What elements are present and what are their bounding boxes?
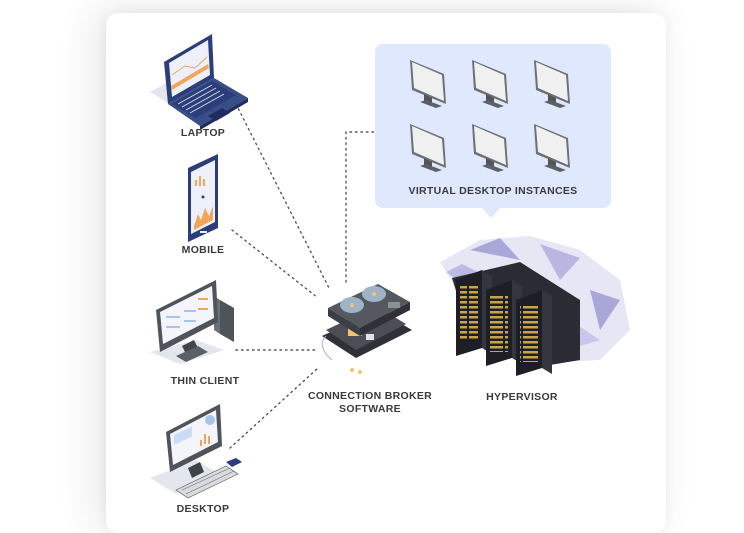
hypervisor-icon (440, 236, 630, 376)
client-label-desktop: DESKTOP (176, 503, 230, 515)
thin-client-icon (150, 280, 234, 364)
vdi-monitor-icon (410, 124, 446, 172)
broker-label: CONNECTION BROKER SOFTWARE (300, 390, 440, 416)
client-label-thin-client: THIN CLIENT (170, 375, 240, 387)
vdi-monitor-icon (534, 60, 570, 108)
connection-broker-icon (321, 284, 412, 374)
client-label-laptop: LAPTOP (180, 127, 226, 139)
client-label-mobile: MOBILE (181, 244, 225, 256)
vdi-monitor-icon (472, 60, 508, 108)
vdi-monitor-icon (410, 60, 446, 108)
connector-desktop (229, 367, 319, 449)
desktop-icon (150, 404, 242, 499)
connector-mobile (231, 229, 319, 299)
vdi-monitor-icon (534, 124, 570, 172)
connector-laptop (235, 103, 331, 291)
vdi-monitor-icon (472, 124, 508, 172)
panel-pointer (481, 207, 501, 218)
broker-label-line1: CONNECTION BROKER (307, 390, 433, 402)
virtual-desktop-grid (410, 60, 570, 172)
connector-broker-vdi (345, 131, 375, 283)
hypervisor-label: HYPERVISOR (486, 391, 558, 403)
vdi-label: VIRTUAL DESKTOP INSTANCES (408, 185, 578, 197)
laptop-icon (150, 34, 248, 130)
mobile-icon (188, 154, 218, 242)
broker-label-line2: SOFTWARE (339, 403, 401, 415)
server-rack-icon (516, 290, 552, 376)
